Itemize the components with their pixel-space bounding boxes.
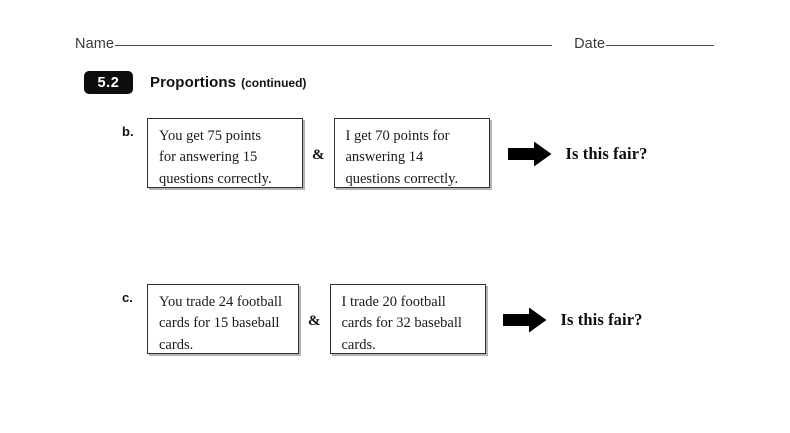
arrow-and-question-b: Is this fair? <box>507 141 648 167</box>
statement-box-c-left: You trade 24 football cards for 15 baseb… <box>147 284 299 354</box>
section-heading: 5.2 Proportions (continued) <box>84 71 306 94</box>
right-arrow-icon <box>502 307 546 333</box>
exercise-letter-b: b. <box>122 124 134 139</box>
date-write-in-line[interactable] <box>606 44 715 46</box>
exercise-c: c. You trade 24 football cards for 15 ba… <box>122 284 642 354</box>
question-prompt-b: Is this fair? <box>565 144 648 163</box>
page-title-continued: (continued) <box>241 75 307 90</box>
right-arrow-icon <box>507 141 551 167</box>
page-title: Proportions <box>150 74 237 91</box>
name-label: Name <box>75 36 115 52</box>
exercise-b: b. You get 75 points for answering 15 qu… <box>122 118 647 188</box>
lesson-number-badge: 5.2 <box>84 71 133 94</box>
ampersand-separator-c: & <box>308 312 321 329</box>
statement-line: cards for 32 baseball <box>341 315 462 332</box>
statement-line: cards for 15 baseball <box>159 315 280 332</box>
ampersand-separator-b: & <box>312 146 325 163</box>
question-prompt-c: Is this fair? <box>560 310 643 329</box>
statement-line: questions correctly. <box>345 170 459 187</box>
statement-box-b-left: You get 75 points for answering 15 quest… <box>147 118 303 188</box>
worksheet-header: Name Date <box>75 36 715 52</box>
statement-line: questions correctly. <box>159 170 272 187</box>
name-write-in-line[interactable] <box>115 44 553 46</box>
arrow-and-question-c: Is this fair? <box>502 307 643 333</box>
statement-line: answering 14 <box>345 149 424 166</box>
statement-box-b-right: I get 70 points for answering 14 questio… <box>333 118 490 188</box>
statement-line: You trade 24 football <box>159 294 282 310</box>
exercise-letter-c: c. <box>122 290 133 305</box>
date-label: Date <box>574 36 606 52</box>
statement-line: cards. <box>341 336 376 353</box>
statement-line: You get 75 points <box>159 128 262 144</box>
statement-line: cards. <box>159 336 194 353</box>
statement-line: I get 70 points for <box>345 128 450 144</box>
statement-line: I trade 20 football <box>341 294 446 310</box>
statement-line: for answering 15 <box>159 149 258 166</box>
statement-box-c-right: I trade 20 football cards for 32 basebal… <box>329 284 486 354</box>
